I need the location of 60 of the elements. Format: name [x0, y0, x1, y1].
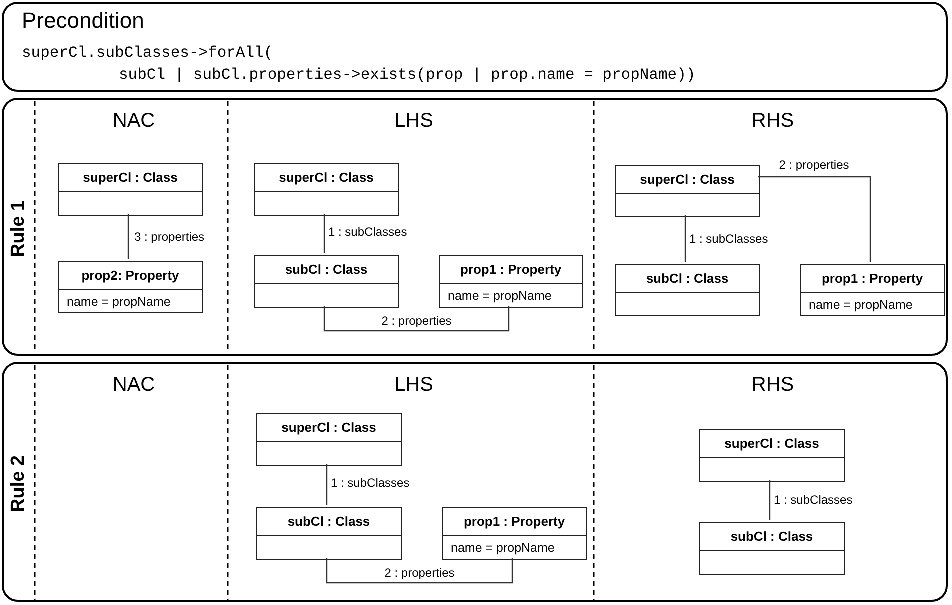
edge-label: 1 : subClasses: [688, 232, 770, 246]
column-heading: RHS: [752, 110, 794, 133]
class-box: [800, 264, 945, 316]
edge-label: 2 : properties: [384, 566, 456, 580]
class-name: prop1 : Property: [822, 271, 924, 286]
attribute: name = propName: [448, 289, 552, 303]
class-box: [442, 507, 587, 560]
precondition-panel: [2, 2, 948, 92]
class-name: subCl : Class: [730, 529, 814, 544]
rule-panel: [2, 362, 948, 602]
association-line: [326, 558, 514, 584]
class-name: superCl : Class: [282, 420, 376, 435]
association-line: [128, 214, 130, 259]
rule-label: Rule 1: [8, 200, 30, 258]
attribute: name = propName: [451, 541, 555, 555]
edge-label: 1 : subClasses: [773, 493, 854, 507]
class-box: [58, 261, 203, 313]
association-line: [758, 176, 872, 262]
rule-label: Rule 2: [8, 455, 30, 513]
class-box: [254, 255, 399, 308]
column-heading: NAC: [112, 374, 156, 397]
class-name: subCl : Class: [285, 262, 368, 277]
column-heading: RHS: [752, 374, 794, 397]
class-box: [439, 255, 583, 308]
column-heading: LHS: [394, 374, 434, 397]
class-box: [615, 165, 760, 217]
class-name: prop1 : Property: [460, 262, 562, 277]
association-line: [324, 214, 326, 253]
association-line: [769, 480, 771, 520]
edge-label: 3 : properties: [134, 230, 206, 244]
class-box: [256, 507, 402, 560]
class-name: subCl : Class: [288, 514, 370, 529]
class-box: [699, 522, 845, 575]
class-box: [615, 264, 760, 316]
class-name: prop1 : Property: [464, 514, 566, 529]
ocl-code: superCl.subClasses->forAll(: [22, 44, 274, 62]
edge-label: 1 : subClasses: [330, 476, 411, 490]
class-name: superCl : Class: [83, 170, 178, 185]
class-box: [699, 429, 845, 482]
edge-label: 2 : properties: [380, 314, 453, 328]
column-heading: NAC: [112, 110, 156, 133]
class-name: subCl : Class: [646, 271, 729, 286]
class-box: [58, 163, 203, 216]
edge-label: 2 : properties: [778, 158, 850, 172]
precondition-title: Precondition: [22, 8, 144, 34]
rule-panel: [2, 98, 948, 356]
class-box: [256, 413, 402, 466]
attribute: name = propName: [809, 298, 913, 312]
class-name: superCl : Class: [724, 436, 820, 451]
class-box: [254, 163, 399, 216]
column-heading: LHS: [394, 110, 434, 133]
association-line: [684, 215, 686, 262]
class-name: superCl : Class: [279, 170, 374, 185]
class-name: superCl : Class: [640, 172, 735, 187]
attribute: name = propName: [67, 295, 171, 309]
ocl-code: subCl | subCl.properties->exists(prop | prop.name = propName)): [119, 66, 696, 84]
association-line: [324, 306, 510, 332]
edge-label: 1 : subClasses: [328, 224, 408, 238]
class-name: prop2: Property: [82, 268, 180, 283]
association-line: [326, 464, 328, 505]
